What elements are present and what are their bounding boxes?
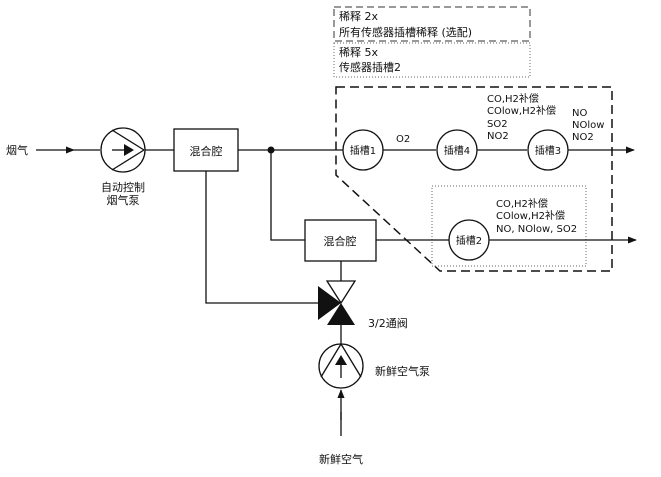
fresh-pump-label: 新鲜空气泵	[375, 364, 430, 378]
slot-4-gas: COlow,H2补偿	[487, 104, 556, 117]
slot-3-gas: NO2	[572, 132, 594, 143]
slot-4-gas: NO2	[487, 131, 509, 142]
slot-4-gas: SO2	[487, 119, 508, 130]
slot-2-gas: NO, NOlow, SO2	[496, 224, 577, 235]
fresh-air-label: 新鲜空气	[319, 452, 363, 466]
mixing-chamber-1-label: 混合腔	[190, 144, 223, 158]
legend-2x-desc: 所有传感器插槽稀释 (选配)	[339, 25, 472, 39]
slot-2: 插槽2	[448, 219, 490, 261]
slot-2-gases: CO,H2补偿 COlow,H2补偿 NO, NOlow, SO2	[496, 197, 577, 235]
slot-1: 插槽1	[342, 129, 384, 171]
slot-3-gas: NO	[572, 108, 587, 119]
flue-pump-direction-icon	[124, 144, 134, 156]
slot-1-gas: O2	[396, 134, 410, 145]
fresh-pump-direction-icon	[335, 355, 347, 365]
legend-dilution-5x: 稀释 5x 传感器插槽2	[333, 42, 531, 78]
slot-4: 插槽4	[436, 129, 478, 171]
flue-gas-label: 烟气	[6, 143, 28, 157]
flue-gas-pump	[100, 127, 146, 173]
legend-5x-title: 稀释 5x	[339, 46, 378, 59]
three-way-valve	[318, 280, 357, 325]
mixing-chamber-2-label: 混合腔	[324, 234, 357, 248]
mixing-chamber-2: 混合腔	[304, 219, 377, 262]
slot-3-gas: NOlow	[572, 120, 604, 131]
legend-2x-title: 稀释 2x	[339, 10, 378, 23]
slot-4-gas: CO,H2补偿	[487, 92, 539, 105]
slot-2-gas: CO,H2补偿	[496, 197, 548, 210]
slot-1-label: 插槽1	[350, 144, 376, 157]
slot-2-gas: COlow,H2补偿	[496, 209, 565, 222]
slot-4-gases: CO,H2补偿 COlow,H2补偿 SO2 NO2	[487, 92, 556, 142]
valve-label: 3/2通阀	[368, 316, 408, 330]
slot-3-gases: NO NOlow NO2	[572, 108, 604, 143]
dilution-2x-region	[335, 86, 613, 272]
legend-5x-desc: 传感器插槽2	[339, 60, 401, 74]
legend-dilution-2x: 稀释 2x 所有传感器插槽稀释 (选配)	[333, 6, 531, 42]
slot-2-label: 插槽2	[456, 234, 482, 247]
fresh-air-pump	[318, 343, 364, 389]
mixing-chamber-1: 混合腔	[173, 128, 239, 172]
slot-3-label: 插槽3	[535, 144, 561, 157]
slot-3: 插槽3	[527, 129, 569, 171]
flue-pump-label-2: 烟气泵	[107, 193, 140, 207]
slot-4-label: 插槽4	[444, 144, 470, 157]
flue-pump-label-1: 自动控制	[101, 180, 145, 194]
